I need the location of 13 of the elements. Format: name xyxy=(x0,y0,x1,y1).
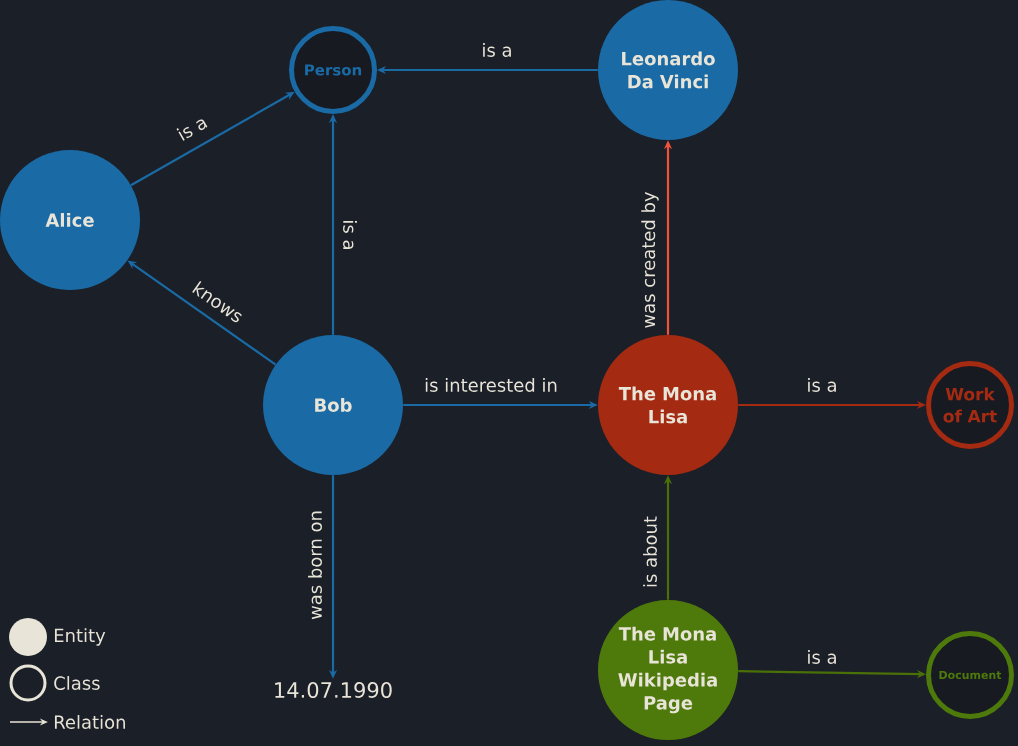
edge-label: is a xyxy=(173,112,211,144)
edge-label: is a xyxy=(805,649,839,665)
edge-label: was created by xyxy=(640,190,660,330)
edge-label: is a xyxy=(805,377,839,393)
edge-label: is a xyxy=(342,218,358,252)
legend-text: Entity xyxy=(55,628,106,646)
legend-text: Relation xyxy=(55,715,125,729)
edge-label: was born on xyxy=(307,509,323,621)
edge-label: is interested in xyxy=(423,377,559,393)
date-text: 14.07.1990 xyxy=(275,682,392,698)
edge-label: is about xyxy=(642,515,658,589)
legend-text: Class xyxy=(54,676,100,690)
edge-label: is a xyxy=(480,42,514,58)
